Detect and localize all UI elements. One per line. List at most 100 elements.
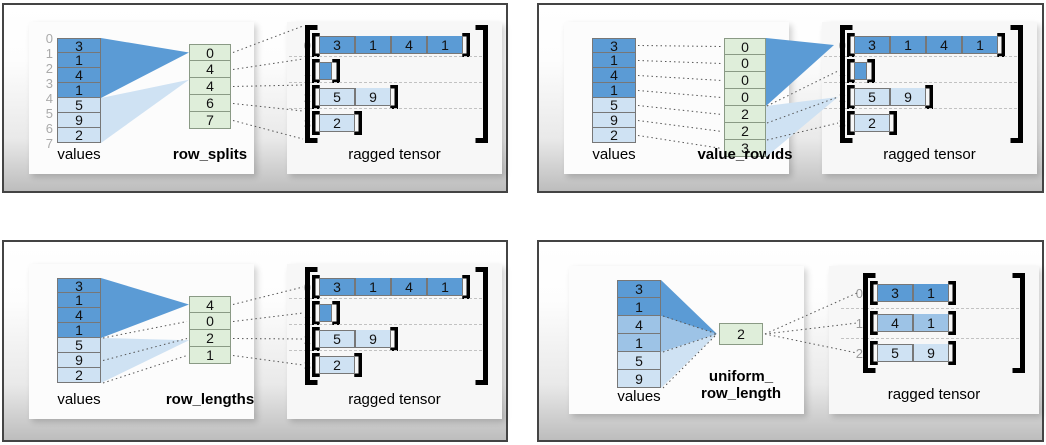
values-index-label: 0: [45, 31, 53, 46]
tensor-row-bracket: [312, 111, 362, 135]
value-cell: 9: [617, 370, 661, 388]
tensor-outer-bracket: [305, 267, 488, 385]
encoding-cell: 4: [189, 78, 231, 95]
tensor-row-bracket: [847, 85, 933, 109]
value-cell: 4: [57, 68, 101, 83]
value-cell: 1: [57, 293, 101, 308]
tensor-row-separator: [289, 298, 482, 299]
tensor-row-bracket: [312, 33, 470, 57]
encoding-cell: 4: [189, 61, 231, 78]
tensor-row-bracket: [312, 353, 362, 377]
ragged-tensor-caption: ragged tensor: [348, 146, 441, 163]
tensor-outer-bracket: [305, 25, 488, 143]
tensor-row-bracket: [870, 281, 956, 305]
encoding-caption: row_lengths: [165, 391, 255, 408]
value-cell: 5: [617, 352, 661, 370]
tensor-cell: 1: [913, 314, 949, 332]
encoding-cell: 0: [724, 55, 766, 72]
encoding-column: 2: [719, 323, 763, 345]
tensor-cell: 3: [877, 284, 913, 302]
tensor-row-separator: [289, 324, 482, 325]
value-cell: 4: [617, 316, 661, 334]
encoding-cell: 1: [189, 347, 231, 364]
value-cell: 5: [57, 98, 101, 113]
value-cell: 9: [592, 113, 636, 128]
value-cell: 4: [57, 308, 101, 323]
tensor-row-bracket: [847, 59, 875, 83]
tensor-row-bracket: [312, 275, 470, 299]
tensor-row-bracket: [312, 59, 340, 83]
tensor-row-bracket: [870, 341, 956, 365]
tensor-cell-empty: [319, 304, 332, 322]
tensor-row-label: 2: [855, 346, 863, 361]
tensor-row-bracket: [847, 111, 897, 135]
values-index-label: 1: [45, 46, 53, 61]
tensor-row-bracket: [847, 33, 1005, 57]
encoding-cell: 2: [719, 323, 763, 345]
value-cell: 9: [57, 113, 101, 128]
value-cell: 2: [57, 368, 101, 383]
encoding-cell: 0: [724, 72, 766, 89]
encoding-cell: 7: [189, 112, 231, 129]
tensor-cell: 1: [962, 36, 998, 54]
values-index-label: 6: [45, 121, 53, 136]
tensor-cell: 4: [926, 36, 962, 54]
tensor-cell-empty: [319, 62, 332, 80]
tensor-row-label: 1: [855, 316, 863, 331]
values-caption: values: [617, 388, 661, 405]
tensor-cell: 3: [854, 36, 890, 54]
tensor-cell: 1: [355, 36, 391, 54]
value-cell: 4: [592, 68, 636, 83]
value-cell: 3: [57, 38, 101, 53]
tensor-cell: 2: [319, 356, 355, 374]
encoding-caption: row_splits: [172, 146, 248, 163]
tensor-cell: 5: [854, 88, 890, 106]
tensor-row-separator: [824, 108, 1017, 109]
ragged-tensor-caption: ragged tensor: [887, 386, 981, 403]
tensor-cell: 2: [854, 114, 890, 132]
tensor-cell: 9: [355, 88, 391, 106]
value-cell: 9: [57, 353, 101, 368]
encoding-cell: 4: [189, 296, 231, 313]
value-cell: 1: [617, 334, 661, 352]
value-cell: 5: [57, 338, 101, 353]
tensor-outer-bracket: [863, 273, 1025, 373]
value-cell: 2: [592, 128, 636, 143]
value-cell: 5: [592, 98, 636, 113]
tensor-cell: 1: [890, 36, 926, 54]
tensor-row-separator: [841, 338, 1019, 339]
tensor-cell: 1: [913, 284, 949, 302]
tensor-row-separator: [289, 82, 482, 83]
tensor-row-separator: [289, 108, 482, 109]
encoding-caption: uniform_row_length: [661, 368, 821, 402]
encoding-cell: 0: [189, 313, 231, 330]
tensor-cell: 1: [427, 36, 463, 54]
tensor-cell: 1: [427, 278, 463, 296]
tensor-row-separator: [841, 308, 1019, 309]
ragged-tensor-caption: ragged tensor: [348, 391, 441, 408]
encoding-cell: 3: [724, 140, 766, 157]
values-caption: values: [57, 146, 101, 163]
encoding-caption-line2: row_length: [700, 385, 781, 402]
encoding-cell: 0: [724, 38, 766, 55]
tensor-cell: 9: [890, 88, 926, 106]
tensor-cell: 1: [355, 278, 391, 296]
value-cell: 1: [592, 83, 636, 98]
tensor-row-separator: [289, 56, 482, 57]
tensor-cell: 5: [319, 88, 355, 106]
tensor-cell: 9: [913, 344, 949, 362]
value-cell: 1: [592, 53, 636, 68]
value-cell: 3: [57, 278, 101, 293]
